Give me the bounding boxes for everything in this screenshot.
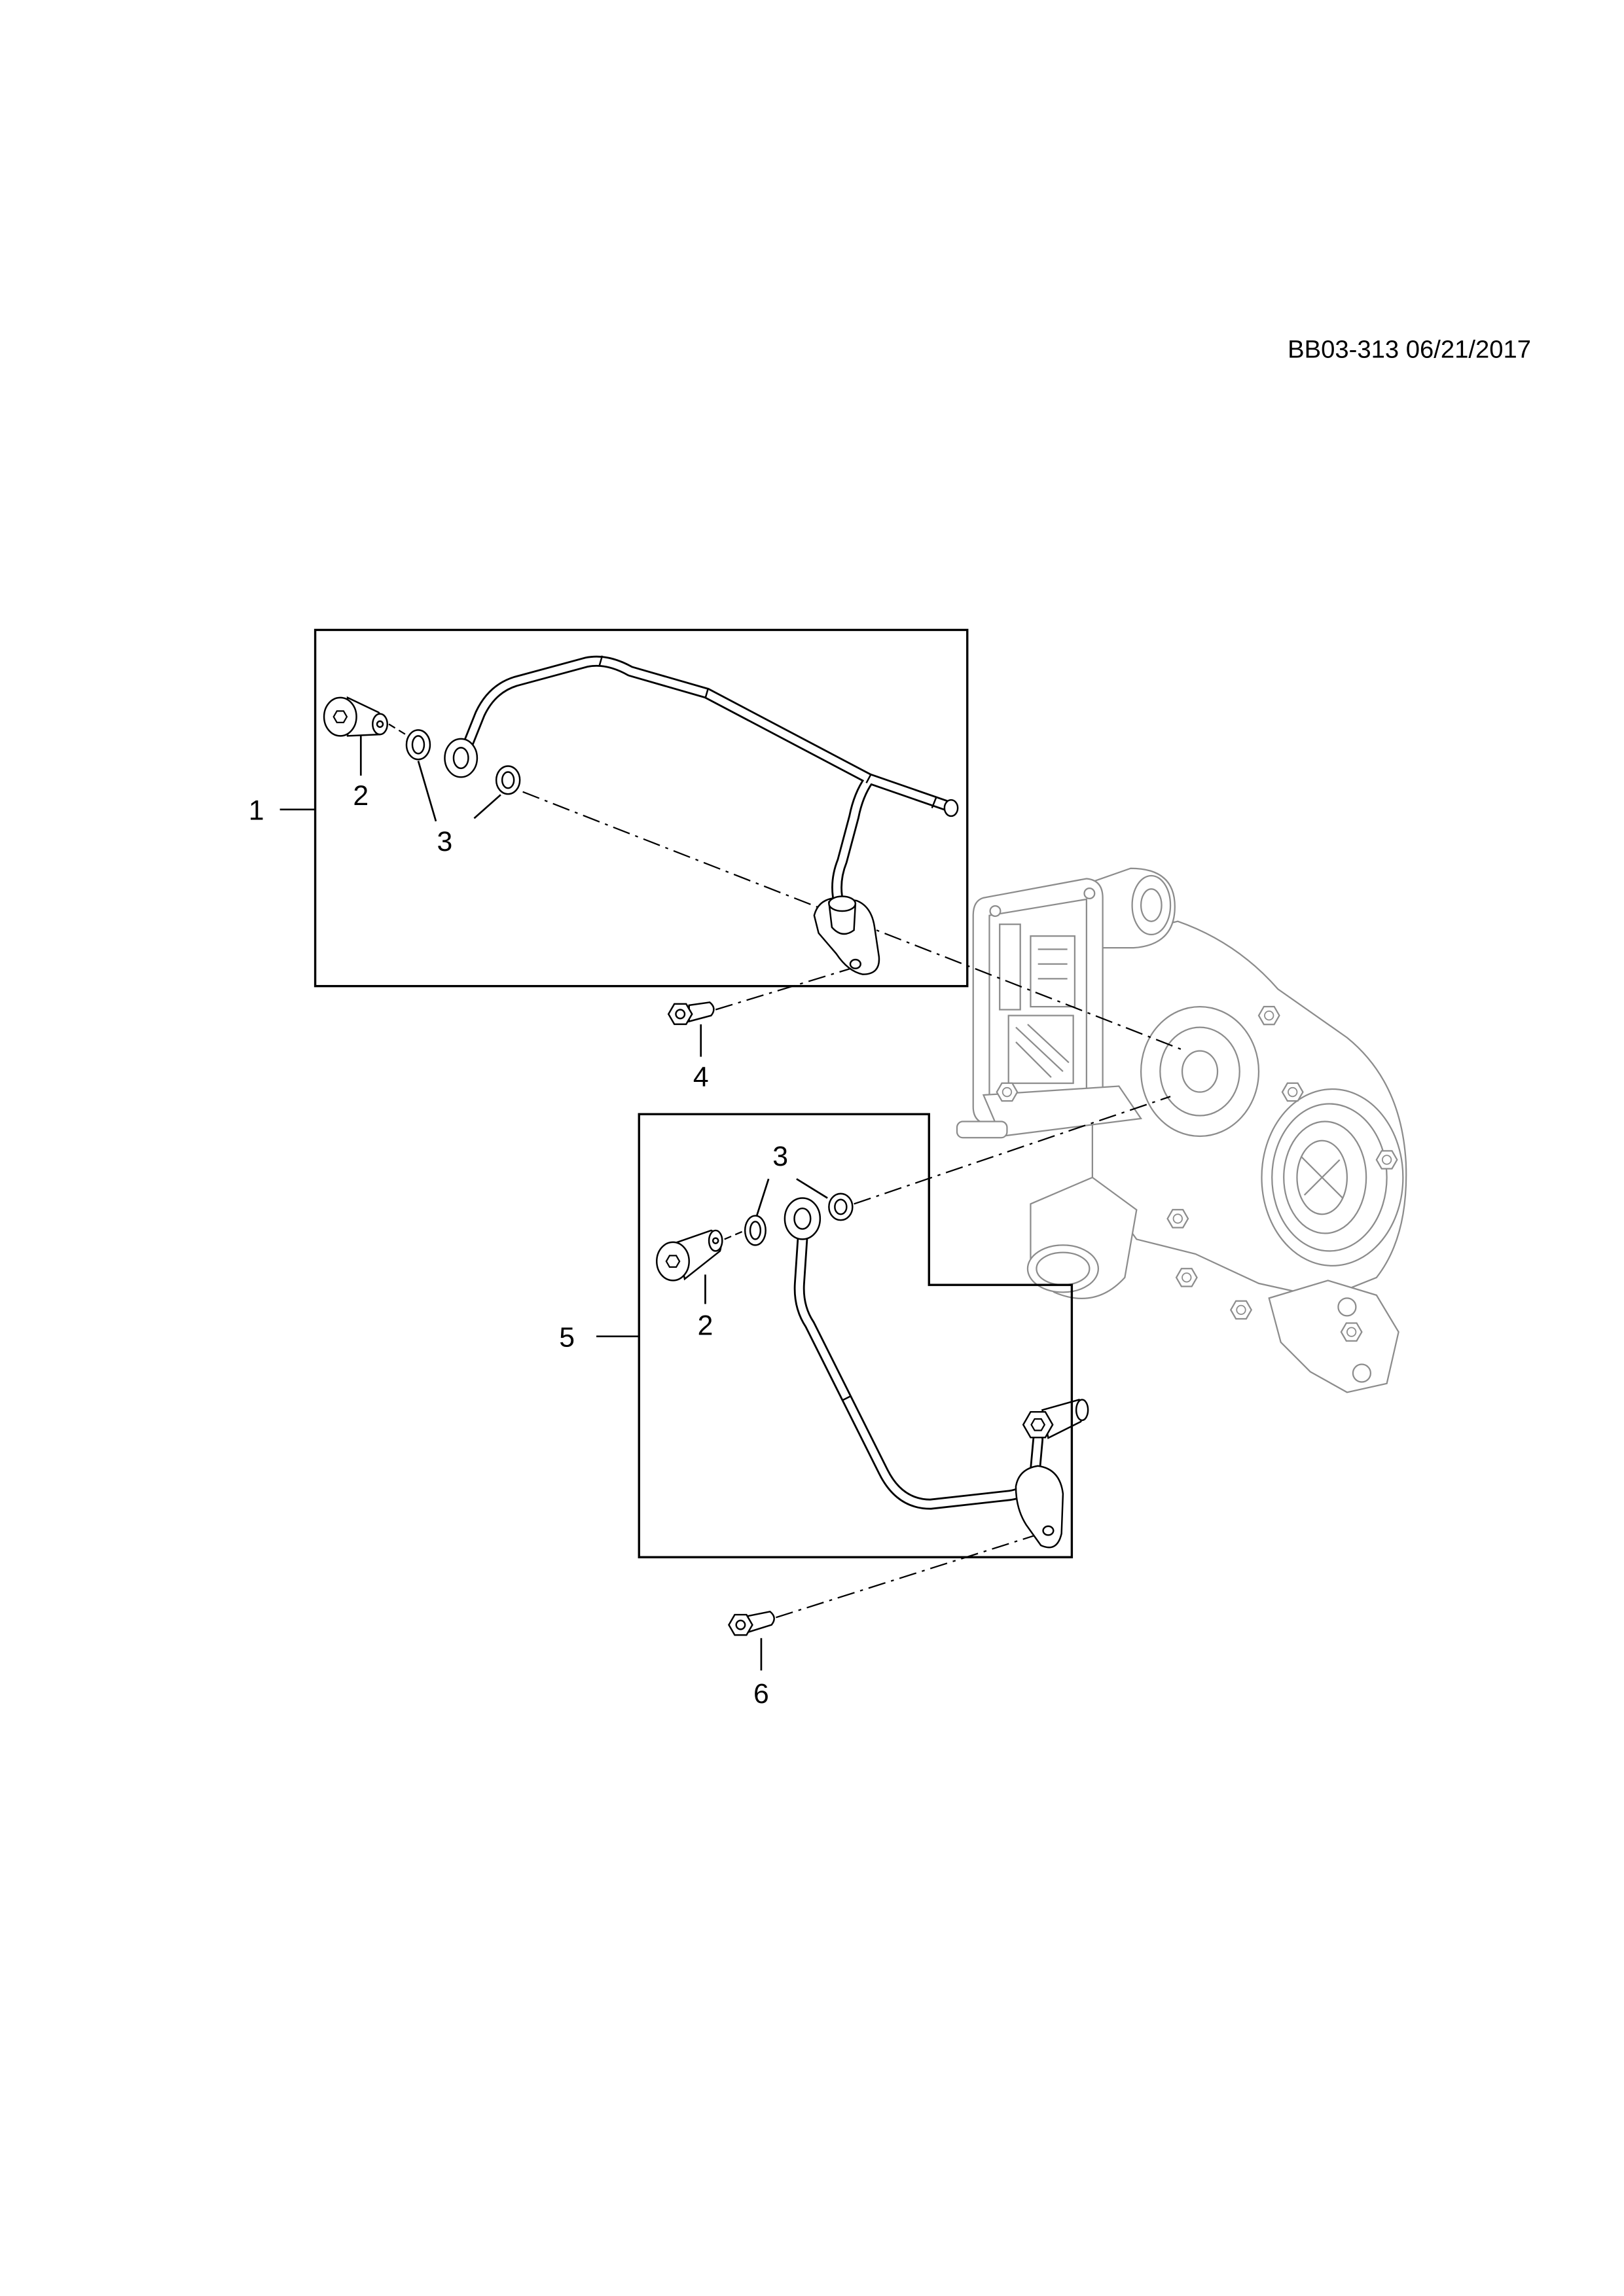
callout-2-lower: 2 xyxy=(698,1310,713,1342)
bracket-bolt-hole xyxy=(849,958,861,969)
reference-bolt xyxy=(996,1082,1019,1102)
callout-4: 4 xyxy=(693,1062,709,1093)
assembly-line-lower-bolt xyxy=(724,1229,746,1240)
banjo-eye-lower xyxy=(784,1197,821,1240)
reference-bolt xyxy=(1340,1322,1363,1342)
mounting-flange xyxy=(1268,1280,1399,1393)
banjo-bolt-2-upper xyxy=(323,696,388,737)
pipe-end-union xyxy=(1022,1399,1089,1439)
oil-pipe-5 xyxy=(784,1197,1089,1549)
assembly-line-upper-pipe xyxy=(522,791,1185,1052)
leader-lines xyxy=(280,736,828,1671)
turbine-outlet xyxy=(1261,1088,1404,1267)
pipe-end-fitting xyxy=(943,798,959,817)
callout-3-lower: 3 xyxy=(772,1141,788,1172)
actuator-housing xyxy=(972,878,1104,1126)
assembly-line-bolt-4 xyxy=(715,967,852,1011)
assembly-box-5 xyxy=(638,1113,1074,1558)
oil-pipe-1 xyxy=(444,655,959,975)
banjo-bolt-2-lower xyxy=(656,1229,723,1282)
reference-bolt xyxy=(1175,1268,1198,1287)
callout-6: 6 xyxy=(753,1678,769,1710)
callout-2-upper: 2 xyxy=(353,780,369,812)
callout-3-upper: 3 xyxy=(437,826,453,857)
reference-bolt xyxy=(1375,1150,1398,1170)
leader-line-3-lower-a xyxy=(755,1178,770,1216)
inlet-elbow xyxy=(1026,1176,1138,1299)
callout-1: 1 xyxy=(249,795,264,827)
assembly-line-upper-bolt xyxy=(388,723,408,737)
bracket-bolt-hole-lower xyxy=(1042,1525,1055,1536)
reference-bolt xyxy=(1166,1209,1189,1229)
sealing-washer-3-lower-a xyxy=(744,1215,767,1246)
pipe-bracket-flange-lower xyxy=(1015,1465,1064,1549)
reference-bolt xyxy=(1230,1300,1252,1320)
reference-bolt xyxy=(1281,1082,1304,1102)
flange-bolt-6 xyxy=(728,1611,775,1636)
leader-line-3-upper-a xyxy=(417,761,437,822)
callout-5: 5 xyxy=(559,1322,575,1354)
sealing-washer-3-upper-a xyxy=(405,729,431,761)
sealing-washer-3-lower-b xyxy=(828,1193,854,1221)
leader-line-3-lower-b xyxy=(796,1178,828,1199)
assembly-box-1 xyxy=(314,628,969,988)
drawing-reference: BB03-313 06/21/2017 xyxy=(1288,335,1531,363)
turbocharger-reference xyxy=(956,867,1407,1393)
assembly-lines xyxy=(388,723,1185,1619)
assembly-line-lower-pipe xyxy=(854,1096,1171,1205)
position-sensor xyxy=(956,1121,1008,1139)
callouts: 1 2 3 4 5 2 3 6 xyxy=(249,780,788,1710)
assembly-line-bolt-6 xyxy=(776,1531,1046,1619)
sealing-washer-3-upper-b xyxy=(495,765,521,795)
center-housing xyxy=(1140,1005,1260,1138)
flange-bolt-4 xyxy=(667,1001,715,1026)
banjo-eye-upper xyxy=(444,738,478,778)
leader-line-3-upper-b xyxy=(473,794,501,819)
reference-bolt xyxy=(1257,1005,1280,1026)
